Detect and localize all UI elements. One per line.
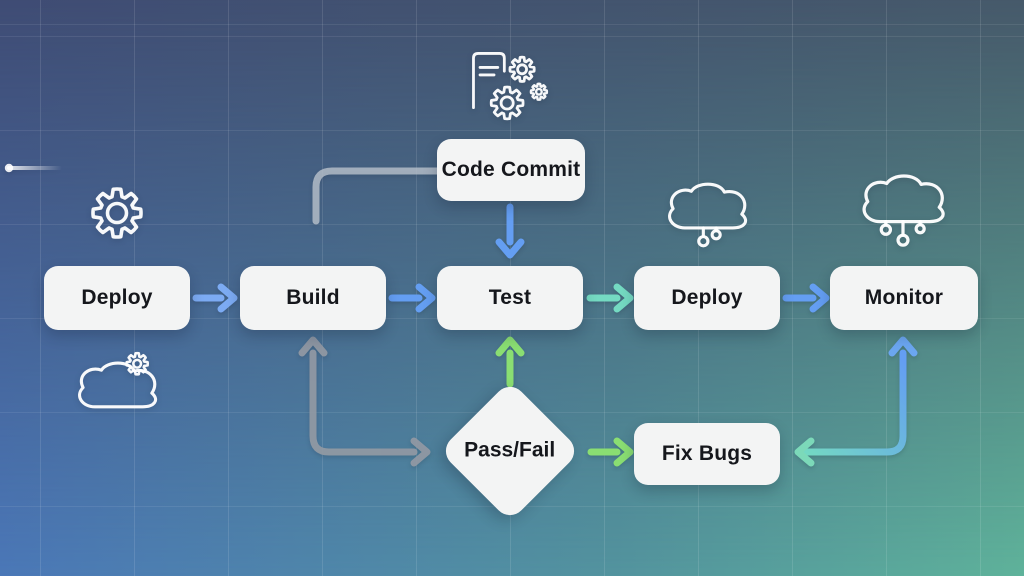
edge-build-to-test — [388, 283, 436, 313]
arrowhead-icon — [495, 238, 525, 259]
edge-passfail-to-fixbugs — [587, 437, 634, 467]
arrowhead-icon — [809, 283, 830, 313]
arrowhead-icon — [613, 283, 634, 313]
node-deploy-source: Deploy — [44, 266, 190, 330]
node-label: Fix Bugs — [661, 442, 753, 465]
edge-codecommit-to-test — [495, 203, 525, 259]
arrowhead-icon — [794, 437, 815, 467]
cloud-deploy-icon — [663, 180, 751, 252]
arrowhead-icon — [888, 336, 918, 357]
document-gears-icon — [466, 48, 552, 128]
edge-passfail-to-test — [495, 336, 525, 388]
edge-deploy-to-monitor — [782, 283, 830, 313]
node-label: Deploy — [81, 286, 153, 309]
node-fix-bugs: Fix Bugs — [634, 423, 780, 485]
node-label: Deploy — [671, 286, 743, 309]
arrowhead-icon — [217, 283, 238, 313]
edge-gray-loop-build-passfail — [298, 336, 431, 467]
edge-codecommit-stub-line — [312, 167, 441, 225]
arrowhead-icon — [415, 283, 436, 313]
node-label: Monitor — [864, 286, 944, 309]
node-label: Pass/Fail — [464, 439, 556, 462]
node-label: Code Commit — [441, 158, 581, 181]
arrowhead-icon — [410, 437, 431, 467]
node-code-commit: Code Commit — [437, 139, 585, 201]
node-label: Test — [488, 286, 532, 309]
edge-deploy-to-build — [192, 283, 238, 313]
arrowhead-icon — [613, 437, 634, 467]
node-monitor: Monitor — [830, 266, 978, 330]
arrowhead-icon — [495, 336, 525, 357]
edge-monitor-fixbugs-loop — [794, 336, 918, 467]
cloud-monitor-icon — [857, 172, 949, 254]
cloud-gear-icon — [73, 350, 161, 416]
edge-test-to-deploy — [586, 283, 634, 313]
edge-left-artifact — [4, 163, 62, 173]
arrowhead-icon — [298, 336, 328, 357]
gear-icon — [85, 181, 149, 245]
node-test: Test — [437, 266, 583, 330]
node-build: Build — [240, 266, 386, 330]
node-label: Build — [286, 286, 340, 309]
node-deploy-release: Deploy — [634, 266, 780, 330]
